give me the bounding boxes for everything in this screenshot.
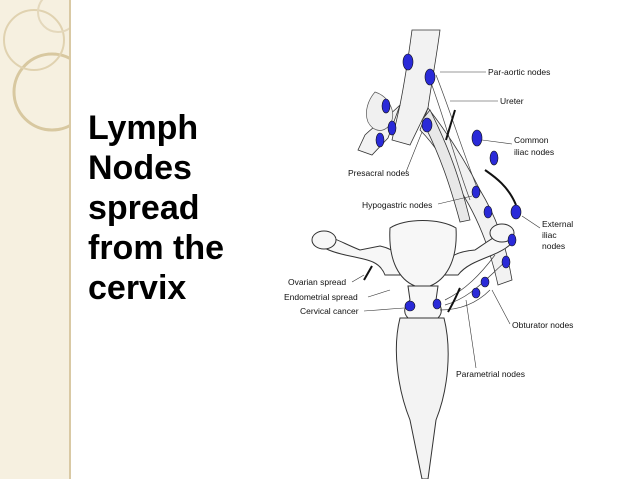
hypogastric-node-1 (471, 185, 481, 199)
label-obturator: Obturator nodes (512, 320, 573, 330)
hypogastric-node-2 (483, 205, 493, 219)
circle-ornament (3, 0, 92, 132)
label-para-aortic: Par-aortic nodes (488, 67, 550, 77)
common-iliac-node-2 (489, 150, 499, 166)
upward-arrow-1 (445, 109, 456, 141)
leader-hypogastric (437, 195, 473, 205)
diagram-labels: Par-aortic nodes Ureter Common iliac nod… (284, 67, 573, 379)
label-common-1: Common (514, 135, 549, 145)
title-line-3: spread (88, 189, 200, 227)
external-iliac-node-2 (507, 233, 517, 247)
external-iliac-node-3 (501, 255, 511, 269)
leader-cervical (363, 307, 405, 312)
title-line-2: Nodes (88, 149, 192, 187)
leader-ovarian (351, 274, 365, 283)
para-aortic-node-1 (402, 53, 414, 71)
label-ureter: Ureter (500, 96, 524, 106)
left-ovary (311, 230, 337, 250)
channel-2 (444, 261, 506, 306)
spread-arrows (363, 109, 517, 313)
presacral-node-3 (375, 132, 385, 148)
label-common-2: iliac nodes (514, 147, 554, 157)
right-ovary (489, 223, 515, 243)
lymph-node-diagram: Par-aortic nodes Ureter Common iliac nod… (284, 29, 573, 479)
uterus (311, 220, 515, 479)
title-line-5: cervix (88, 269, 187, 307)
cervical-node-left (404, 300, 416, 312)
obturator-node-2 (471, 287, 481, 299)
presacral-node-1 (381, 98, 391, 114)
leader-common (481, 139, 513, 145)
label-external-2: iliac (542, 230, 557, 240)
lymphatic-channels (429, 74, 506, 311)
title-line-1: Lymph (88, 109, 199, 147)
vagina (395, 317, 449, 479)
label-parametrial: Parametrial nodes (456, 369, 525, 379)
label-hypogastric: Hypogastric nodes (362, 200, 432, 210)
left-decorative-band (0, 0, 92, 479)
leader-endometrial (367, 289, 391, 298)
label-external-1: External (542, 219, 573, 229)
presacral-node-4 (421, 117, 433, 133)
channel-5 (435, 74, 479, 191)
parametrial-arrow (447, 287, 461, 313)
leader-obturator (491, 289, 511, 325)
channel-3 (439, 289, 491, 311)
cervical-node-right (432, 298, 442, 310)
label-cervical: Cervical cancer (300, 306, 359, 316)
external-iliac-node-1 (510, 204, 522, 220)
ornament-ring-large (12, 52, 92, 132)
uterine-body (389, 220, 457, 287)
band-divider (69, 0, 71, 479)
ureter-vessel (421, 109, 471, 223)
leader-external (521, 215, 541, 229)
ornament-ring-top (37, 0, 79, 33)
obturator-node-1 (480, 276, 490, 288)
leader-parametrial (465, 299, 477, 369)
slide-title: Lymph Nodes spread from the cervix (88, 108, 268, 308)
channel-1 (444, 254, 496, 301)
leader-presacral (405, 131, 423, 173)
para-aortic-node-2 (424, 68, 436, 86)
label-ovarian: Ovarian spread (288, 277, 346, 287)
ovarian-arrow (363, 265, 373, 281)
curved-arrow (484, 169, 517, 206)
label-presacral: Presacral nodes (348, 168, 409, 178)
label-endometrial: Endometrial spread (284, 292, 358, 302)
common-iliac-node-1 (471, 129, 483, 147)
leader-lines (351, 71, 541, 369)
ornament-ring-small (3, 9, 65, 71)
channel-4 (429, 79, 471, 201)
presacral-node-2 (387, 120, 397, 136)
label-external-3: nodes (542, 241, 565, 251)
title-line-4: from the (88, 229, 224, 267)
lymph-nodes (375, 53, 522, 312)
